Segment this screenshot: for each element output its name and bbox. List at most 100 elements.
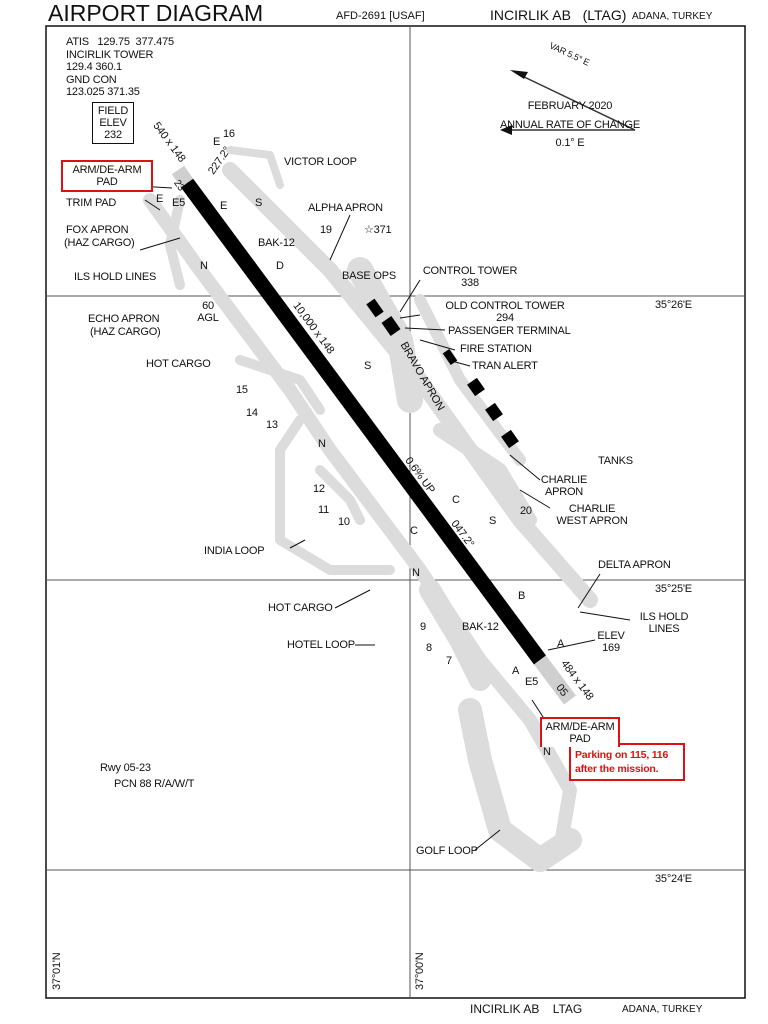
longitude-35-26: 35°26'E: [655, 299, 692, 311]
control-tower-elev: 338: [461, 277, 479, 289]
runway-info: Rwy 05-23: [100, 762, 151, 774]
taxiway-c: C: [452, 494, 460, 506]
agl-value: 60: [202, 300, 214, 312]
label-charlie-west-apron: CHARLIE WEST APRON: [556, 503, 628, 527]
taxiway-e: E: [213, 136, 221, 148]
longitude-35-25: 35°25'E: [655, 583, 692, 595]
parking-7: 7: [446, 655, 452, 667]
ground-freq: 123.025 371.35: [66, 86, 140, 98]
magvar-info: FEBRUARY 2020 ANNUAL RATE OF CHANGE 0.1°…: [490, 100, 650, 150]
rate-of-change-label: ANNUAL RATE OF CHANGE: [499, 118, 641, 131]
label-bak12-north: BAK-12: [258, 237, 295, 249]
label-bak12-south: BAK-12: [462, 621, 499, 633]
field-elevation-box: FIELD ELEV 232: [92, 102, 134, 144]
label-tran-alert: TRAN ALERT: [472, 360, 538, 372]
comm-frequencies: ATIS 129.75 377.475 INCIRLIK TOWER 129.4…: [66, 36, 174, 99]
label-haz-cargo: (HAZ CARGO): [64, 237, 135, 249]
taxiway-s: S: [364, 360, 372, 372]
afd-number: AFD-2691 [USAF]: [336, 10, 425, 22]
parking-11: 11: [318, 504, 330, 516]
old-tower-elev: 294: [496, 312, 514, 324]
label-e5-north: E5: [172, 197, 186, 209]
taxiway-n: N: [200, 260, 208, 272]
true-north-arrow: [517, 73, 636, 131]
label-delta-apron: DELTA APRON: [598, 559, 671, 571]
label-control-tower: CONTROL TOWER 338: [420, 265, 520, 289]
label-haz-cargo-2: (HAZ CARGO): [90, 326, 161, 338]
overrun-05: [534, 655, 576, 705]
chart-title: AIRPORT DIAGRAM: [48, 0, 264, 26]
taxiway-s: S: [489, 515, 497, 527]
airport-location: ADANA, TURKEY: [632, 11, 713, 22]
parking-20: 20: [520, 505, 532, 517]
label-hot-cargo-south: HOT CARGO: [268, 602, 333, 614]
runway-05-23: [180, 178, 547, 665]
taxiway-s: S: [255, 197, 263, 209]
taxiway-d: D: [276, 260, 284, 272]
taxiway-a: A: [512, 665, 520, 677]
parking-19: 19: [320, 224, 332, 236]
field-label: FIELD: [97, 105, 129, 117]
magvar-date: FEBRUARY 2020: [527, 100, 613, 112]
note-line: Parking on 115, 116: [575, 749, 669, 761]
taxiways: [143, 146, 598, 872]
elev-label: ELEV: [99, 117, 127, 129]
taxiway-n: N: [318, 438, 326, 450]
label-ils-hold-lines: ILS HOLD LINES: [74, 271, 157, 283]
label-alpha-apron: ALPHA APRON: [308, 202, 383, 214]
label-ils-hold-lines-south: ILS HOLD LINES: [639, 611, 689, 635]
footer-location: ADANA, TURKEY: [622, 1004, 703, 1015]
airport-name: INCIRLIK AB (LTAG): [490, 7, 627, 23]
field-elev-value: 232: [104, 129, 122, 141]
taxiway-e: E: [156, 193, 164, 205]
arm-dearm-pad-callout-south: ARM/DE-ARM PAD: [540, 717, 620, 747]
agl-text: AGL: [197, 312, 219, 324]
elev-text: ELEV: [597, 630, 625, 642]
parking-14: 14: [246, 407, 258, 419]
elev-value: 169: [602, 642, 620, 654]
taxiway-b: B: [518, 590, 526, 602]
label-trim-pad: TRIM PAD: [66, 197, 117, 209]
label-60-agl: 60 AGL: [196, 300, 220, 324]
label-old-control-tower: OLD CONTROL TOWER 294: [444, 300, 566, 324]
overrun-23: [171, 165, 194, 188]
parking-12: 12: [313, 483, 325, 495]
runway-pcn: PCN 88 R/A/W/T: [114, 778, 195, 790]
label-charlie-apron: CHARLIE APRON: [540, 474, 588, 498]
label-e5-south: E5: [525, 676, 539, 688]
label-fire-station: FIRE STATION: [460, 343, 532, 355]
label-base-ops: BASE OPS: [342, 270, 397, 282]
parking-9: 9: [420, 621, 426, 633]
obstacle-elev: 371: [373, 224, 392, 236]
parking-13: 13: [266, 419, 278, 431]
label-fox-apron: FOX APRON: [66, 224, 129, 236]
tower-freq: 129.4 360.1: [66, 61, 122, 73]
parking-10: 10: [338, 516, 350, 528]
label-hotel-loop: HOTEL LOOP: [287, 639, 355, 651]
control-tower-text: CONTROL TOWER: [422, 265, 518, 277]
callout-line: ARM/DE-ARM: [72, 164, 142, 176]
chart-frame: [45, 25, 746, 999]
callout-line: PAD: [96, 176, 118, 188]
label-victor-loop: VICTOR LOOP: [284, 156, 357, 168]
label-elev-169: ELEV 169: [596, 630, 626, 654]
note-line: after the mission.: [575, 763, 659, 775]
taxiway-n: N: [412, 567, 420, 579]
taxiway-e: E: [220, 200, 228, 212]
latitude-37-00: 37°00'N: [414, 952, 426, 990]
parking-8: 8: [426, 642, 432, 654]
label-india-loop: INDIA LOOP: [204, 545, 265, 557]
label-tanks: TANKS: [598, 455, 633, 467]
parking-note: Parking on 115, 116 after the mission.: [569, 743, 685, 781]
footer-airport: INCIRLIK AB LTAG: [470, 1002, 583, 1016]
atis-freq: ATIS 129.75 377.475: [66, 36, 174, 48]
ground-label: GND CON: [66, 73, 117, 86]
taxiway-c: C: [410, 525, 418, 537]
buildings: [366, 298, 519, 449]
longitude-35-24: 35°24'E: [655, 873, 692, 885]
label-passenger-terminal: PASSENGER TERMINAL: [448, 325, 571, 337]
tower-label: INCIRLIK TOWER: [66, 48, 154, 61]
arm-dearm-pad-callout-north: ARM/DE-ARM PAD: [61, 160, 153, 192]
taxiway-a: A: [557, 638, 565, 650]
label-golf-loop: GOLF LOOP: [416, 845, 478, 857]
